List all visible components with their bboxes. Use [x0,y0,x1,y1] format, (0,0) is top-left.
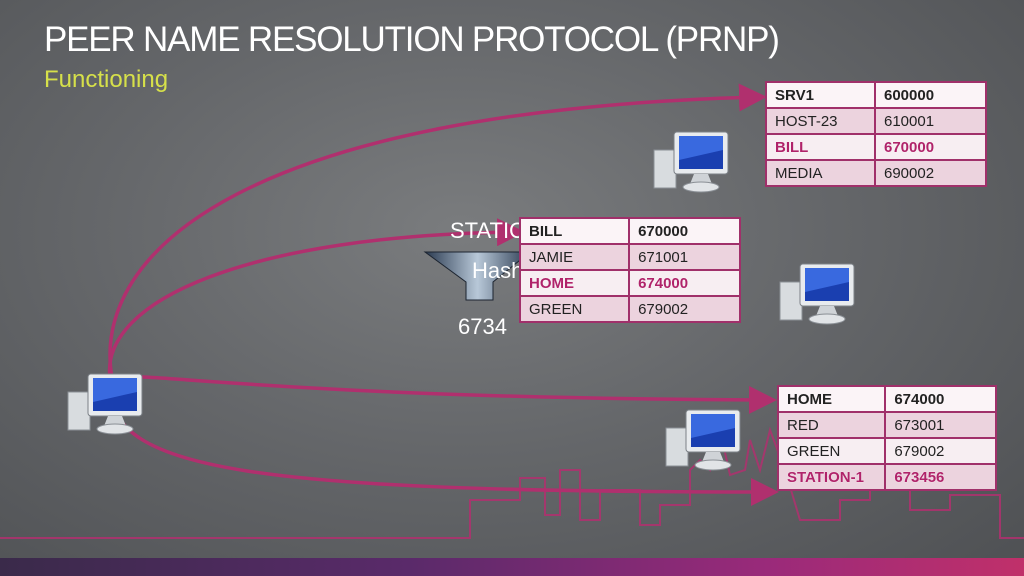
table-cell-id: 674000 [884,385,997,413]
arrow-to-bill-table [107,218,525,379]
table-row: MEDIA 690002 [765,159,988,187]
table-row: HOST-23 610001 [765,107,988,135]
hash-input-label: STATIO [450,218,527,243]
table-cell-name: HOST-23 [765,107,876,135]
table-row: HOME 674000 [518,269,741,297]
table-cell-id: 600000 [873,81,988,109]
table-cell-name: GREEN [776,437,887,465]
table-row: BILL 670000 [518,217,741,245]
table-row: GREEN 679002 [776,437,997,465]
slide-subtitle: Functioning [44,66,169,93]
table-cell-name: STATION-1 [776,463,887,491]
table-cell-id: 679002 [884,437,997,465]
table-cell-name: BILL [518,217,631,245]
footer-gradient-bar [0,558,1024,576]
arrow-to-home-table [105,374,777,414]
table-row: HOME 674000 [776,385,997,413]
hash-function-label: Hash [472,258,524,283]
table-row: JAMIE 671001 [518,243,741,271]
table-cell-id: 673001 [884,411,997,439]
routing-table-bottom-right: HOME 674000 RED 673001 GREEN 679002 STAT… [776,385,997,491]
table-cell-id: 673456 [884,463,997,491]
computer-icon [67,373,143,435]
computer-icon [653,131,729,193]
table-row: GREEN 679002 [518,295,741,323]
table-row: RED 673001 [776,411,997,439]
slide-title: PEER NAME RESOLUTION PROTOCOL (PRNP) [44,20,780,59]
hash-output-label: 6734 [458,314,507,339]
table-cell-id: 690002 [873,159,988,187]
table-cell-name: BILL [765,133,876,161]
table-cell-name: GREEN [518,295,631,323]
table-cell-id: 610001 [873,107,988,135]
table-cell-name: RED [776,411,887,439]
table-cell-name: MEDIA [765,159,876,187]
table-row: BILL 670000 [765,133,988,161]
table-cell-id: 670000 [628,217,741,245]
table-cell-name: JAMIE [518,243,631,271]
table-cell-id: 674000 [628,269,741,297]
table-cell-id: 670000 [873,133,988,161]
table-cell-name: HOME [518,269,631,297]
table-cell-id: 679002 [628,295,741,323]
computer-icon [665,409,741,471]
arrow-to-srv1 [108,83,767,379]
routing-table-middle: BILL 670000 JAMIE 671001 HOME 674000 GRE… [518,217,741,323]
table-row: SRV1 600000 [765,81,988,109]
table-cell-name: SRV1 [765,81,876,109]
table-cell-id: 671001 [628,243,741,271]
computer-icon [779,263,855,325]
table-cell-name: HOME [776,385,887,413]
routing-table-top-right: SRV1 600000 HOST-23 610001 BILL 670000 M… [765,81,988,187]
table-row: STATION-1 673456 [776,463,997,491]
